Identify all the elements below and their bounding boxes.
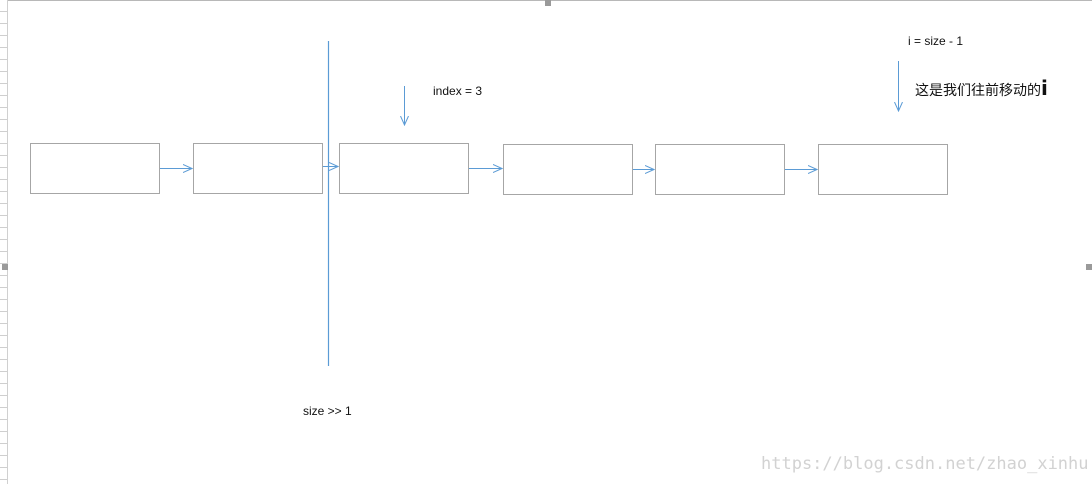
watermark-url: https://blog.csdn.net/zhao_xinhu [761,454,1089,474]
list-node-1 [30,143,160,194]
list-node-3 [339,143,469,194]
resize-handle-left[interactable] [2,264,8,270]
i-expression-label: i = size - 1 [908,34,964,48]
list-node-6 [818,144,948,195]
size-shift-label: size >> 1 [303,404,352,418]
resize-handle-top[interactable] [545,0,551,6]
index-label: index = 3 [433,84,483,98]
moving-i-note-text: 这是我们往前移动的 [915,83,1041,99]
moving-i-note-variable: i [1041,76,1048,100]
list-node-5 [655,144,785,195]
list-node-4 [503,144,633,195]
resize-handle-right[interactable] [1086,264,1092,270]
row-ruler [0,0,8,484]
moving-i-note: 这是我们往前移动的i [915,76,1048,100]
list-node-2 [193,143,323,194]
